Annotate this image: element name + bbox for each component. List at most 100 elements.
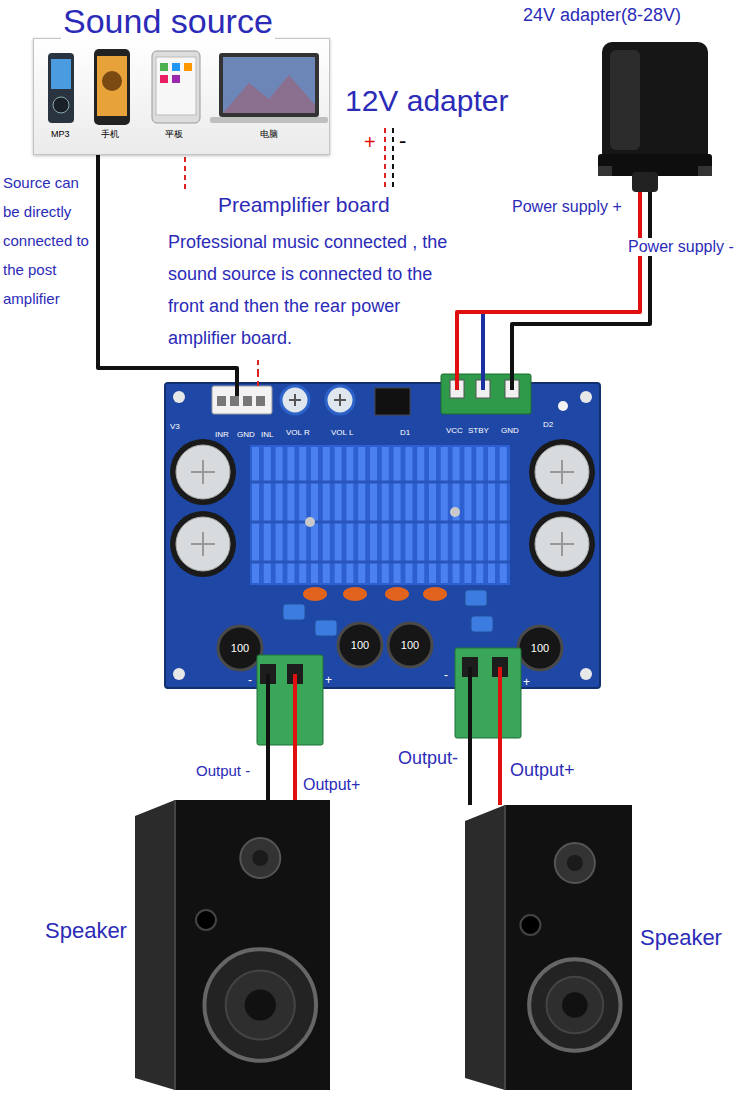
tablet — [152, 51, 200, 123]
board-label: Preamplifier board — [218, 193, 390, 217]
tablet-screen — [156, 57, 196, 115]
heatsink-screw — [305, 517, 315, 527]
electrolytic-capacitor — [529, 439, 595, 505]
ceramic-capacitor — [423, 587, 447, 601]
laptop-screen — [223, 57, 315, 113]
woofer-cone — [226, 970, 295, 1039]
speaker: Speaker — [465, 805, 632, 1090]
polarity-mark: - — [399, 128, 406, 153]
speaker-side — [465, 805, 505, 1090]
film-capacitor — [465, 590, 487, 606]
power-wire — [510, 372, 514, 390]
electrolytic-capacitor — [170, 511, 236, 577]
inductor — [218, 626, 262, 670]
mount-hole — [173, 668, 185, 680]
volume-pot — [281, 386, 309, 414]
speaker-wire — [266, 674, 270, 746]
wire-label: Output+ — [303, 776, 360, 794]
pot-cross — [334, 394, 346, 406]
electrolytic-capacitor — [529, 511, 595, 577]
source-box: Sound sourceMP3手机平板电脑 — [33, 38, 330, 155]
tweeter — [240, 838, 280, 878]
tablet-icon — [184, 63, 192, 71]
power-adapter-drawing — [598, 42, 712, 192]
adapter-tab — [598, 166, 612, 176]
laptop-base — [210, 117, 328, 123]
pin-name: GND — [501, 426, 519, 435]
inductor — [388, 623, 432, 667]
woofer — [204, 949, 316, 1061]
device-label: 手机 — [101, 129, 119, 139]
cable-grommet — [632, 172, 658, 192]
dashed-signal-line — [184, 157, 186, 192]
power-wire — [455, 372, 459, 390]
adapter-label: 12V adapter — [345, 84, 508, 119]
pot-label: VOL L — [331, 428, 353, 437]
bass-port — [196, 910, 216, 930]
wire-label: Output+ — [510, 760, 575, 781]
wire — [468, 745, 472, 805]
polarity-mark: - — [444, 669, 448, 683]
phone-art — [102, 71, 122, 91]
pot-label: VOL R — [286, 428, 310, 437]
pin-name: GND — [237, 430, 255, 439]
capacitor-top — [535, 517, 589, 571]
inductor-value: 100 — [401, 639, 419, 652]
wire — [457, 192, 640, 372]
standby-wire — [481, 312, 485, 372]
speaker-side — [135, 800, 175, 1090]
laptop-lid — [219, 53, 319, 117]
wire — [266, 745, 270, 800]
phone-screen — [97, 56, 127, 116]
inductor-value: 100 — [351, 639, 369, 652]
speaker-front — [505, 805, 632, 1090]
part-label: D2 — [543, 420, 553, 429]
polarity-mark: + — [364, 131, 376, 154]
note-text: Professional music connected , the sound… — [168, 226, 450, 354]
wire-label: Output - — [196, 762, 250, 779]
wire — [498, 745, 502, 805]
phone — [94, 49, 130, 125]
heatsink-groove — [250, 561, 510, 564]
pin-name: INR — [215, 430, 229, 439]
note-text: Source can be directly connected to the … — [3, 168, 91, 313]
speaker-drawing — [465, 805, 632, 1090]
tablet-icon — [172, 63, 180, 71]
device-label: 电脑 — [260, 129, 278, 139]
film-capacitor — [283, 604, 305, 620]
power-adapter: 24V adapter(8-28V) — [598, 42, 712, 192]
amplifier-board-drawing — [165, 372, 600, 745]
laptop-mountain — [223, 75, 315, 113]
speaker-terminal — [455, 648, 521, 738]
power-wire — [481, 372, 485, 390]
wire-label: Output- — [398, 748, 458, 769]
heatsink-groove — [250, 521, 510, 524]
input-wire — [235, 372, 239, 396]
tweeter-dome — [252, 850, 268, 866]
capacitor-vent — [191, 460, 215, 484]
pin-name: VCC — [446, 426, 463, 435]
amplifier-board: V3INRGNDINLVOL RVOL LD1VCCSTBYGNDD210010… — [165, 372, 600, 745]
wire-label: Power supply - — [626, 238, 736, 256]
polarity-mark: - — [248, 674, 252, 688]
capacitor-vent — [550, 532, 574, 556]
heatsink-groove — [250, 481, 510, 484]
film-capacitor — [471, 616, 493, 632]
woofer — [529, 959, 620, 1050]
mount-hole — [580, 391, 592, 403]
connector-pin — [256, 396, 265, 406]
electrolytic-capacitor — [170, 439, 236, 505]
speaker-terminal — [257, 655, 323, 745]
inductor-value: 100 — [531, 642, 549, 655]
adapter-shine — [610, 50, 640, 150]
woofer-cone — [547, 977, 604, 1034]
speaker-front — [175, 800, 330, 1090]
wire — [293, 745, 297, 800]
speaker-edge — [174, 800, 176, 1090]
ceramic-capacitor — [385, 587, 409, 601]
dashed-preamp-line — [257, 360, 259, 372]
capacitor-vent — [550, 460, 574, 484]
inductor — [518, 626, 562, 670]
source-heading: Sound source — [61, 2, 275, 40]
wire-label: Power supply + — [512, 198, 622, 216]
